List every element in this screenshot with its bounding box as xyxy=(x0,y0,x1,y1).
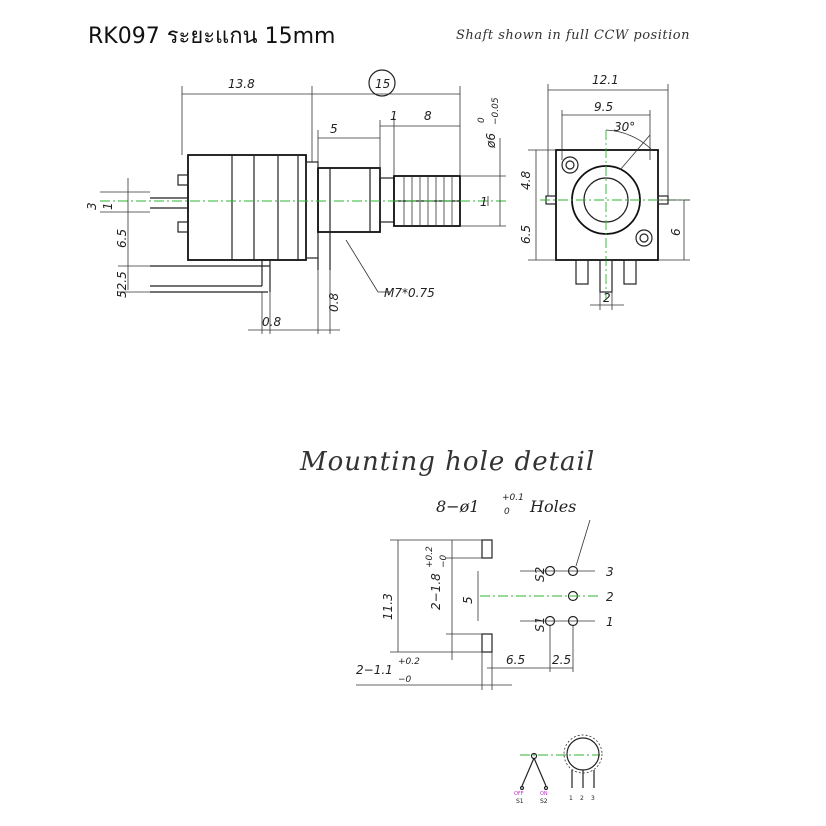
switch-on-label: ON xyxy=(540,791,548,797)
dim-slot-label: 2−1.8 xyxy=(429,573,443,610)
dim-slot-tol-lower: −0 xyxy=(439,554,449,568)
mounting-title: Mounting hole detail xyxy=(299,447,595,477)
shaft-position-note: Shaft shown in full CCW position xyxy=(456,28,690,43)
dim-body-length: 13.8 xyxy=(228,77,255,91)
pin-number-2: 2 xyxy=(606,590,614,604)
dim-slot-tol-upper: +0.2 xyxy=(425,546,435,568)
dim-lead-mid: 6.5 xyxy=(115,229,129,248)
circuit-schematic: OFF ON S1 S2 1 2 3 xyxy=(514,734,603,805)
dim-terminal-thk: 0.8 xyxy=(327,293,341,312)
front-view: 12.1 9.5 30° 4.8 6.5 6 2 xyxy=(519,73,690,310)
dim-shaft-tol-upper: 0 xyxy=(477,117,487,123)
schematic-s2: S2 xyxy=(540,798,548,805)
switch-label-s1: S1 xyxy=(533,617,547,632)
dim-pin-pitch: 2 xyxy=(603,291,611,305)
dim-shaft-length: 15 xyxy=(375,77,390,91)
dim-right-height: 6 xyxy=(669,228,683,236)
switch-off-label: OFF xyxy=(514,791,524,797)
holes-label: 8−ø1 xyxy=(436,497,479,516)
dim-lead-top2: 1 xyxy=(101,202,115,210)
dim-horiz-offset: 6.5 xyxy=(506,653,525,667)
holes-suffix: Holes xyxy=(529,497,576,516)
dim-shaft-dia: ø6 xyxy=(484,133,498,149)
side-view: 13.8 15 5 1 8 ø6 0 −0.05 1 3 1 6.5 52 xyxy=(85,69,508,334)
dim-angle: 30° xyxy=(614,120,635,134)
dim-lead-top: 3 xyxy=(85,202,99,210)
threaded-bushing xyxy=(317,167,381,233)
dim-bottom-height: 6.5 xyxy=(519,225,533,244)
dim-terminal-thk2: 0.8 xyxy=(262,315,281,329)
schematic-pin-3: 3 xyxy=(591,795,595,802)
schematic-s1: S1 xyxy=(516,798,524,805)
dim-knurl-gap: 1 xyxy=(390,109,398,123)
dim-pin-span: 5 xyxy=(461,596,475,604)
mount-slot-bottom xyxy=(481,633,493,653)
mounting-hole-detail: Mounting hole detail 8−ø1 +0.1 0 Holes S… xyxy=(299,447,614,690)
dim-hole-pitch: 9.5 xyxy=(594,100,613,114)
dim-flat-offset: 1 xyxy=(480,195,488,209)
switch-label-s2: S2 xyxy=(533,567,547,582)
schematic-pin-2: 2 xyxy=(580,795,584,802)
shaft-length-circle xyxy=(368,69,396,97)
dim-lead-bottom: 52.5 xyxy=(115,271,129,298)
dim-bushing-length: 5 xyxy=(330,122,338,136)
pin-number-3: 3 xyxy=(606,565,614,579)
schematic-pin-1: 1 xyxy=(569,795,573,802)
dim-lug-label: 2−1.1 xyxy=(356,663,393,677)
holes-tol-lower: 0 xyxy=(504,507,510,517)
dim-lug-tol-upper: +0.2 xyxy=(398,657,420,667)
dim-total-height: 11.3 xyxy=(381,593,395,620)
dim-thread: M7*0.75 xyxy=(384,286,435,300)
dim-pin-pitch-mount: 2.5 xyxy=(552,653,571,667)
dim-top-height: 4.8 xyxy=(519,171,533,190)
dim-knurl-length: 8 xyxy=(424,109,432,123)
page-title: RK097 ระยะแกน 15mm xyxy=(88,24,336,49)
dim-shaft-tol-lower: −0.05 xyxy=(491,97,501,125)
pin-number-1: 1 xyxy=(606,615,614,629)
mount-slot-top xyxy=(481,539,493,559)
holes-tol-upper: +0.1 xyxy=(502,493,524,503)
encoder-gear-icon xyxy=(566,737,600,771)
pot-body xyxy=(187,154,307,261)
dim-front-width: 12.1 xyxy=(592,73,619,87)
dim-lug-tol-lower: −0 xyxy=(398,675,412,685)
